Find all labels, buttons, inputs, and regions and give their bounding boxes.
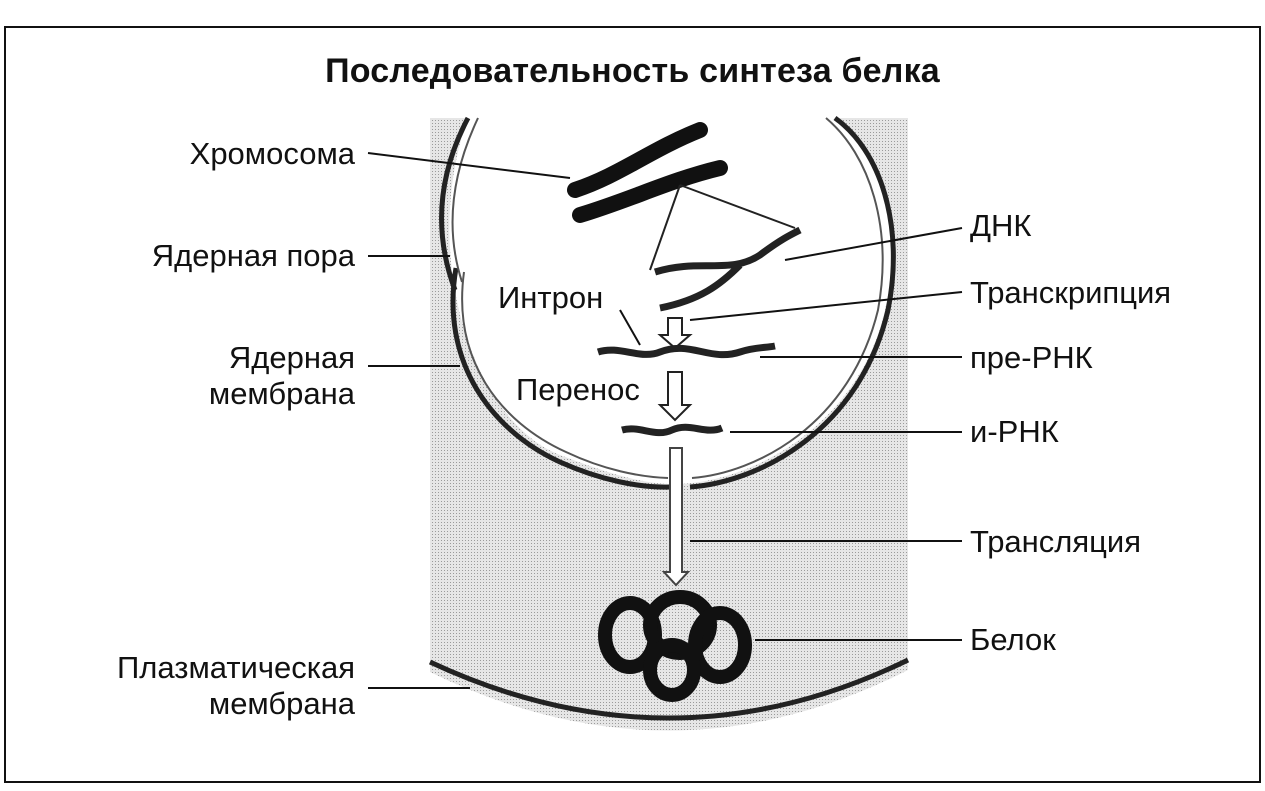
- label-chromosome: Хромосома: [189, 136, 355, 171]
- label-protein: Белок: [970, 622, 1056, 657]
- nuclear-membrane-outer: [439, 116, 471, 291]
- dna-strand: [649, 184, 802, 312]
- pre-rna: [596, 342, 776, 359]
- label-nuclear-membrane-line2: мембрана: [208, 376, 355, 411]
- label-dna: ДНК: [970, 208, 1032, 243]
- leader-lines: [367, 152, 963, 689]
- label-transcription: Транскрипция: [970, 275, 1172, 310]
- label-plasma-membrane-line1: Плазматическая: [116, 650, 355, 685]
- label-pre-rna: пре-РНК: [970, 340, 1093, 375]
- transfer-arrow: [657, 371, 693, 422]
- chromosome-shape: [567, 122, 728, 223]
- label-nuclear-pore: Ядерная пора: [151, 238, 355, 273]
- label-intron: Интрон: [498, 280, 604, 315]
- diagram-frame: [4, 26, 1261, 783]
- diagram-title: Последовательность синтеза белка: [325, 52, 940, 90]
- label-transfer: Перенос: [516, 372, 640, 407]
- translation-arrow: [661, 447, 691, 587]
- label-nuclear-membrane-line1: Ядерная: [228, 340, 355, 375]
- plasma-membrane: [428, 657, 910, 721]
- protein-shape: [598, 590, 752, 702]
- label-plasma-membrane-line2: мембрана: [208, 686, 355, 721]
- transcription-arrow: [657, 317, 693, 350]
- label-mrna: и-РНК: [970, 414, 1059, 449]
- mrna: [621, 423, 724, 437]
- nucleus: [449, 118, 892, 485]
- label-translation: Трансляция: [970, 524, 1142, 559]
